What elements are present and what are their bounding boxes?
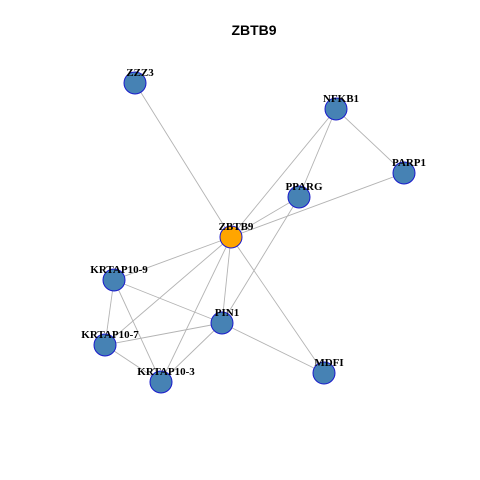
- edge-parp1-zbtb9: [230, 172, 405, 238]
- edge-krtap10-9-pin1: [113, 279, 223, 324]
- node-mdfi: [312, 361, 336, 385]
- edge-zbtb9-krtap10-9: [113, 236, 232, 281]
- node-label-pin1: PIN1: [215, 307, 239, 319]
- edge-zbtb9-mdfi: [230, 236, 325, 374]
- node-label-zzz3: ZZZ3: [126, 67, 154, 79]
- node-zbtb9: [219, 225, 243, 249]
- node-label-krtap10-9: KRTAP10-9: [90, 264, 148, 276]
- edge-krtap10-7-pin1: [104, 322, 223, 346]
- node-krtap10-7: [93, 333, 117, 357]
- node-pparg: [287, 185, 311, 209]
- edge-pin1-mdfi: [221, 322, 325, 374]
- edge-nfkb1-parp1: [335, 108, 405, 174]
- node-label-parp1: PARP1: [392, 157, 426, 169]
- node-label-krtap10-7: KRTAP10-7: [81, 329, 139, 341]
- nodes-layer: [93, 71, 416, 394]
- node-label-krtap10-3: KRTAP10-3: [137, 366, 195, 378]
- edge-krtap10-9-krtap10-3: [113, 279, 162, 383]
- node-krtap10-3: [149, 370, 173, 394]
- node-parp1: [392, 161, 416, 185]
- edge-nfkb1-zbtb9: [230, 108, 337, 238]
- edge-pparg-pin1: [221, 196, 300, 324]
- node-label-nfkb1: NFKB1: [323, 93, 359, 105]
- node-label-mdfi: MDFI: [314, 357, 343, 369]
- edge-pparg-zbtb9: [230, 196, 300, 238]
- edges-layer: [104, 82, 405, 383]
- edge-zzz3-zbtb9: [134, 82, 232, 238]
- node-pin1: [210, 311, 234, 335]
- edge-pin1-krtap10-3: [160, 322, 223, 383]
- node-krtap10-9: [102, 268, 126, 292]
- edge-nfkb1-pparg: [298, 108, 337, 198]
- edge-zbtb9-krtap10-7: [104, 236, 232, 346]
- edge-zbtb9-krtap10-3: [160, 236, 232, 383]
- node-nfkb1: [324, 97, 348, 121]
- node-label-pparg: PPARG: [285, 181, 323, 193]
- graph-title: ZBTB9: [231, 22, 276, 38]
- edge-zbtb9-pin1: [221, 236, 232, 324]
- node-zzz3: [123, 71, 147, 95]
- node-label-zbtb9: ZBTB9: [219, 221, 254, 233]
